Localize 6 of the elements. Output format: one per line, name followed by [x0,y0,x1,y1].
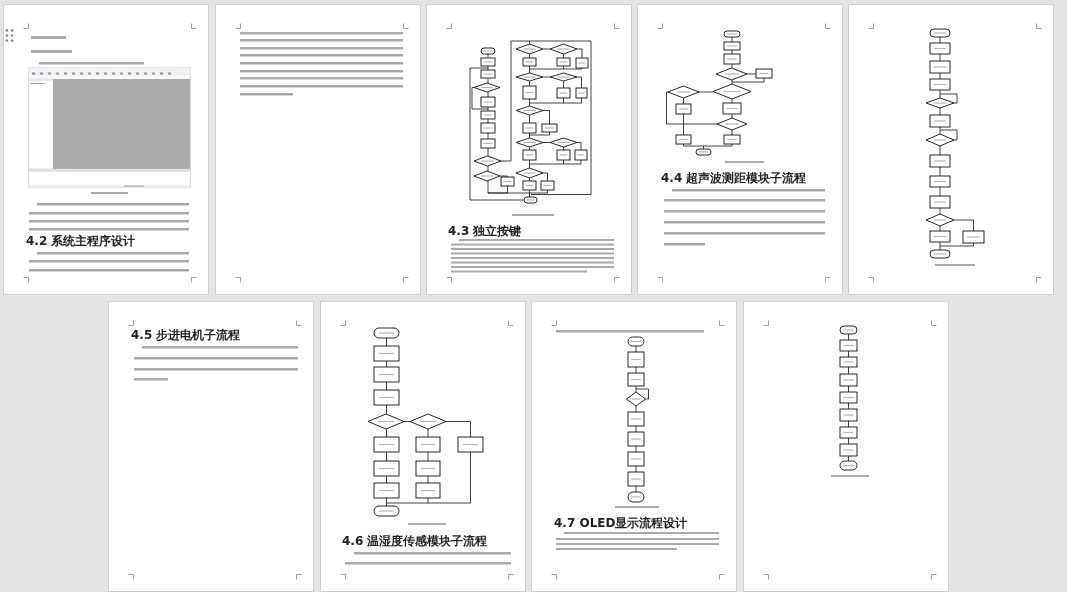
section-heading: 4.3 独立按键 [448,224,522,238]
section-heading: 4.6 温湿度传感模块子流程 [342,534,488,548]
section-heading: 4.2 系统主程序设计 [26,234,136,248]
section-heading: 4.7 OLED显示流程设计 [554,516,688,530]
section-heading: 4.5 步进电机子流程 [131,328,241,342]
section-heading: 4.4 超声波测距模块子流程 [661,171,807,185]
